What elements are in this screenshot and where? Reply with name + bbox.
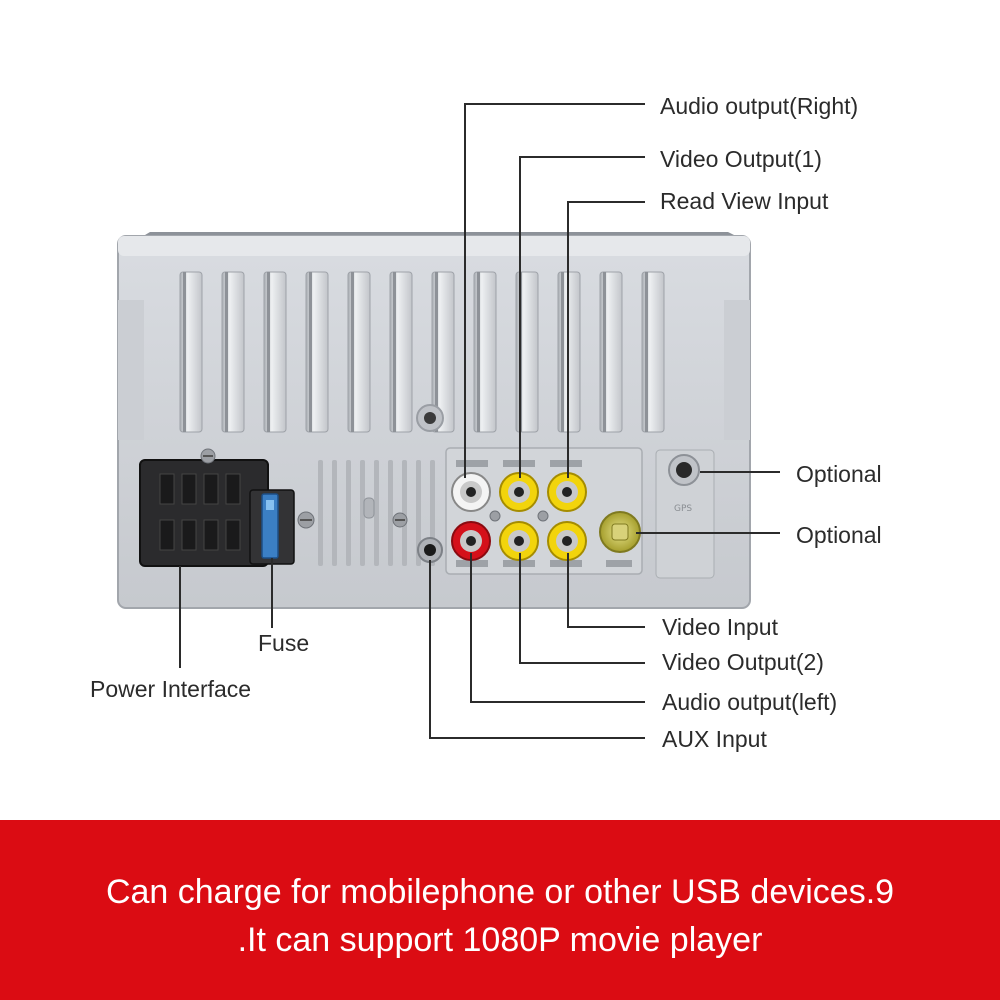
connector-pin — [181, 473, 197, 505]
connector-pin — [159, 519, 175, 551]
antenna-connector[interactable] — [599, 511, 641, 553]
callout-lines — [179, 103, 780, 739]
rca-video-input-jack[interactable] — [547, 521, 587, 561]
banner-line-2: .It can support 1080P movie player — [237, 921, 763, 959]
screw-left — [200, 448, 216, 464]
connector-pin — [225, 519, 241, 551]
leader-video-output-2 — [519, 553, 645, 664]
fin-shadow — [309, 272, 312, 432]
fin-shadow — [561, 272, 564, 432]
vent-slot — [346, 460, 351, 566]
center-screw-hole — [416, 404, 444, 432]
rca-video-output-2-jack[interactable] — [499, 521, 539, 561]
fin-shadow — [351, 272, 354, 432]
fin-shadow — [435, 272, 438, 432]
connector-pin — [203, 519, 219, 551]
leader-audio-left — [470, 553, 645, 703]
screw-right — [297, 511, 315, 529]
label-read-view-input: Read View Input — [660, 188, 829, 214]
fin-shadow — [183, 272, 186, 432]
rca-video-output-1-jack[interactable] — [499, 472, 539, 512]
label-video-input: Video Input — [662, 614, 778, 640]
label-audio-output-left: Audio output(left) — [662, 689, 838, 715]
vent-slot — [360, 460, 365, 566]
leader-read-view-input — [567, 201, 645, 478]
leader-video-output-1 — [519, 156, 645, 478]
screw-center — [392, 512, 408, 528]
connector-pin — [181, 519, 197, 551]
fin-shadow — [225, 272, 228, 432]
fin-shadow — [267, 272, 270, 432]
label-optional-bottom: Optional — [796, 522, 882, 548]
device-rear-panel-diagram: GPS — [117, 103, 780, 739]
label-optional-top: Optional — [796, 461, 882, 487]
label-video-output-1: Video Output(1) — [660, 146, 822, 172]
gps-port[interactable]: GPS — [655, 449, 715, 579]
rca-rear-view-input-jack[interactable] — [547, 472, 587, 512]
rca-audio-left-jack[interactable] — [451, 521, 491, 561]
heat-sink-fins — [179, 271, 665, 433]
fin-shadow — [603, 272, 606, 432]
leader-audio-right — [464, 103, 645, 478]
gps-label: GPS — [674, 504, 692, 514]
label-audio-output-right: Audio output(Right) — [660, 93, 859, 119]
aux-input-jack[interactable] — [417, 537, 443, 563]
fin-shadow — [393, 272, 396, 432]
label-power-interface: Power Interface — [90, 676, 252, 702]
banner-line-1: Can charge for mobilephone or other USB … — [105, 873, 895, 911]
fin-shadow — [645, 272, 648, 432]
vent-slot — [332, 460, 337, 566]
vent-slot — [374, 460, 379, 566]
vent-slot — [388, 460, 393, 566]
label-fuse: Fuse — [258, 630, 310, 656]
connector-pins — [159, 473, 241, 551]
connector-pin — [225, 473, 241, 505]
rca-mount-screws — [489, 510, 549, 522]
connector-pin — [159, 473, 175, 505]
connector-pin — [203, 473, 219, 505]
vent-slot — [416, 460, 421, 566]
label-aux-input: AUX Input — [662, 726, 767, 752]
small-slot — [363, 497, 375, 519]
leader-aux-input — [429, 560, 645, 739]
promo-banner: Can charge for mobilephone or other USB … — [0, 820, 1000, 1000]
fin-shadow — [477, 272, 480, 432]
vent-slot — [318, 460, 323, 566]
label-video-output-2: Video Output(2) — [662, 649, 824, 675]
vent-grille — [318, 460, 435, 566]
leader-video-input — [567, 553, 645, 628]
fuse — [261, 493, 279, 559]
vent-slot — [402, 460, 407, 566]
rca-audio-right-jack[interactable] — [451, 472, 491, 512]
